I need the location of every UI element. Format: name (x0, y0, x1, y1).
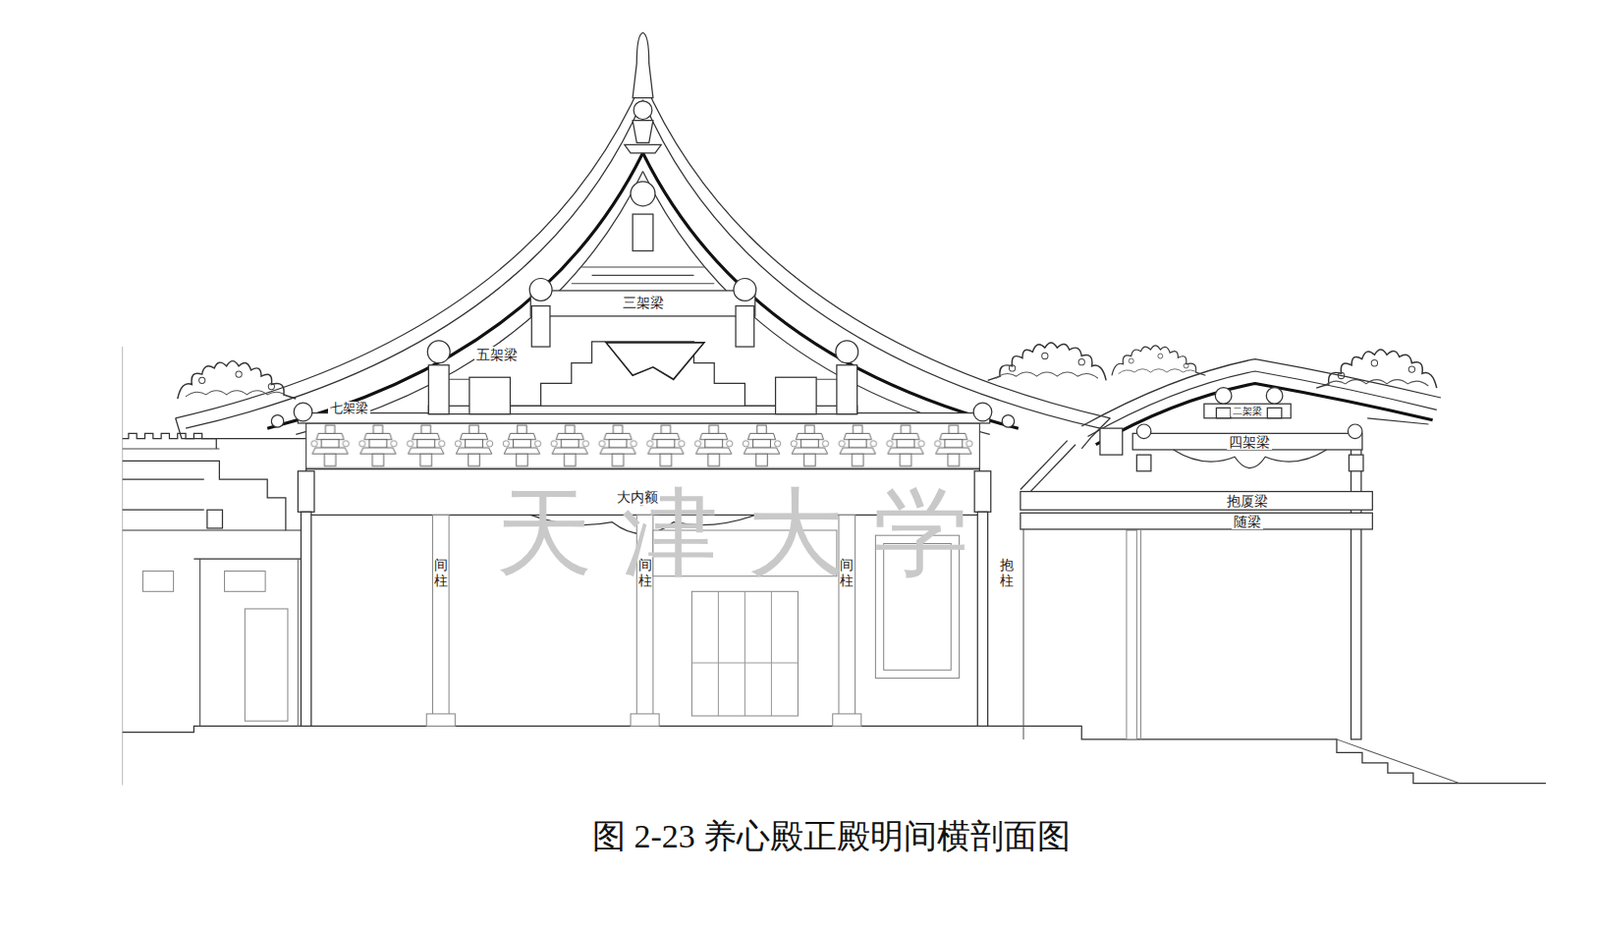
beam-label: 七架梁 (328, 401, 371, 417)
annex-roof (1020, 359, 1441, 495)
column-label: 间柱 (434, 555, 448, 591)
column-label: 间柱 (638, 555, 653, 591)
beam-label: 抱厦梁 (1224, 493, 1270, 509)
beam-label: 二架梁 (1230, 405, 1265, 418)
figure-caption: 图 2-23 养心殿正殿明间横剖面图 (592, 814, 1071, 860)
main-roof (175, 32, 1437, 449)
annex-frame (1020, 387, 1373, 530)
roof-frame (271, 181, 1014, 428)
beam-label: 三架梁 (620, 294, 666, 311)
columns (297, 439, 1362, 740)
lintel-label: 大内额 (614, 489, 661, 505)
column-label: 抱柱 (999, 555, 1014, 591)
side-building (122, 433, 307, 726)
column-label: 间柱 (839, 555, 854, 591)
beam-label: 四架梁 (1226, 434, 1272, 450)
beam-label: 随梁 (1231, 513, 1264, 530)
ground-line (122, 346, 1546, 786)
watermark: 天津大学 (496, 477, 999, 589)
beam-label: 五架梁 (474, 346, 520, 363)
